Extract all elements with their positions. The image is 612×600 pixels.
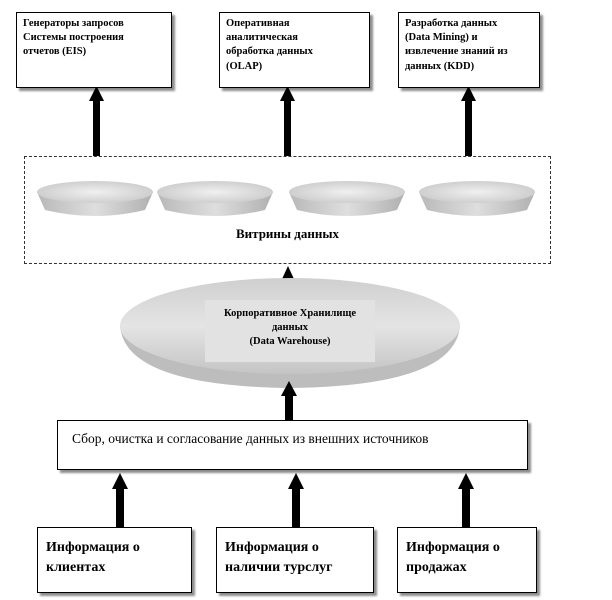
data-mart-disk-1: [37, 181, 153, 216]
arrow-from-clients: [112, 473, 128, 527]
data-warehouse-shape: [120, 278, 460, 388]
data-marts-label: Витрины данных: [235, 226, 340, 241]
source-box-services: Информация о наличии турслуг: [216, 527, 374, 593]
source-box-clients: Информация о клиентах: [37, 527, 192, 593]
source-box-services-text: Информация о наличии турслуг: [225, 540, 333, 576]
data-collection-box: Сбор, очистка и согласование данных из в…: [57, 420, 528, 470]
source-box-clients-text: Информация о клиентах: [46, 540, 140, 576]
arrow-to-eis: [89, 86, 104, 156]
data-mart-disk-4: [419, 181, 535, 216]
data-marts-frame: [24, 156, 551, 264]
arrow-to-olap: [280, 86, 295, 156]
consumer-box-olap: Оперативная аналитическая обработка данн…: [219, 12, 370, 88]
consumer-box-eis: Генераторы запросов Системы построения о…: [16, 12, 172, 88]
arrow-to-kdd: [461, 86, 476, 156]
consumer-box-olap-text: Оперативная аналитическая обработка данн…: [226, 18, 313, 72]
source-box-sales-text: Информация о продажах: [406, 540, 500, 576]
source-box-sales: Информация о продажах: [397, 527, 537, 593]
data-mart-disk-3: [289, 181, 405, 216]
arrow-from-services: [288, 473, 304, 527]
consumer-box-kdd-text: Разработка данных (Data Mining) и извлеч…: [405, 18, 508, 72]
consumer-box-eis-text: Генераторы запросов Системы построения о…: [23, 18, 124, 58]
arrow-to-warehouse: [281, 381, 297, 420]
arrow-from-sales: [458, 473, 474, 527]
data-mart-disk-2: [157, 181, 273, 216]
consumer-box-kdd: Разработка данных (Data Mining) и извлеч…: [398, 12, 540, 88]
data-collection-label: Сбор, очистка и согласование данных из в…: [72, 431, 429, 446]
data-warehouse-label: Корпоративное Хранилище данных (Data War…: [224, 308, 356, 348]
